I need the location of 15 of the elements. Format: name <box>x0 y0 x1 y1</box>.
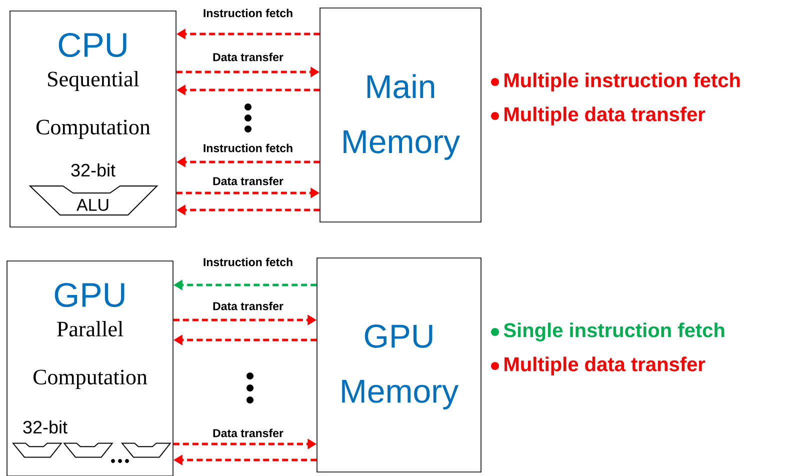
edge-label: Data transfer <box>213 428 284 438</box>
legend-text: Multiple data transfer <box>504 106 706 126</box>
edge-label: Instruction fetch <box>204 258 292 266</box>
legend-text: Multiple instruction fetch <box>504 72 740 92</box>
block-box: Main Memory <box>320 8 482 222</box>
block-box: GPU Memory <box>316 258 482 472</box>
edge-label: Data transfer <box>213 176 284 186</box>
edge-label: Instruction fetch <box>204 8 292 18</box>
edge-label: Instruction fetch <box>204 144 292 152</box>
bit-width-label: 32-bit <box>23 420 68 434</box>
edge-label: Data transfer <box>213 52 284 62</box>
bit-width-label: 32-bit <box>71 163 116 177</box>
edge-label: Data transfer <box>213 302 284 310</box>
legend-text: Multiple data transfer <box>504 356 706 376</box>
legend-text: Single instruction fetch <box>504 322 724 342</box>
